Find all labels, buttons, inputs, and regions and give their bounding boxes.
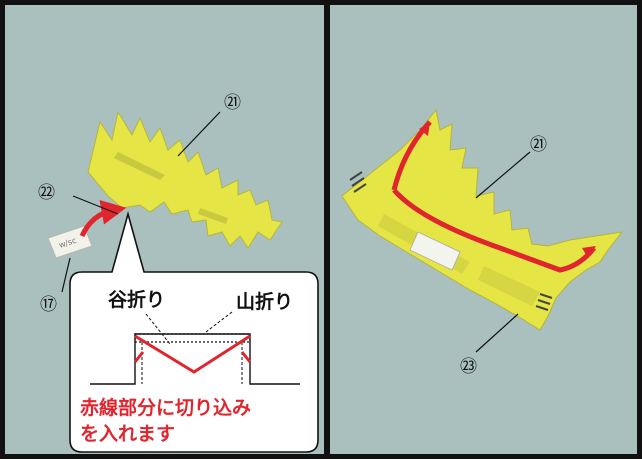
fold-dotted-top (134, 333, 251, 343)
cut-note-line-2: を入れます (80, 423, 175, 445)
fold-callout: 谷折り 山折り 赤線部分に切り込み を入れます (69, 210, 319, 453)
leader-line-22 (72, 195, 119, 215)
left-panel: w/sc ㉑ ㉒ ⑰ 谷折り 山折り 赤線部分に切 (38, 93, 319, 453)
vent-marks-right (535, 293, 553, 311)
cut-line-red-right (240, 351, 252, 363)
routing-arrow-head-right (582, 246, 596, 258)
panel-divider (324, 0, 330, 459)
leader-line-17 (61, 257, 71, 293)
part-21-slot (114, 152, 165, 180)
mountain-pointer (205, 311, 233, 333)
label-part-22: ㉒ (38, 183, 55, 203)
vent-marks-left (349, 171, 367, 193)
valley-pointer (145, 313, 171, 345)
label-right-part-23: ㉓ (460, 357, 477, 377)
cut-line-red (134, 334, 251, 374)
part-23-label-sticker (409, 231, 461, 271)
label-right-part-21: ㉑ (530, 135, 547, 155)
leader-line-right-23 (475, 313, 519, 353)
routing-arrow-head-top (419, 122, 430, 136)
valley-fold-label: 谷折り (108, 289, 165, 311)
part-21-teeth (87, 110, 283, 249)
label-part-21: ㉑ (224, 93, 241, 113)
part-21-23-assembly (341, 108, 624, 331)
part-panel-recess-2 (478, 266, 540, 306)
leader-line-right-21 (475, 151, 531, 199)
cut-note-line-1: 赤線部分に切り込み (80, 396, 251, 419)
label-part-17: ⑰ (40, 295, 57, 315)
right-panel: ㉑ ㉓ (341, 108, 624, 377)
cut-line-red-left (133, 351, 145, 363)
part-21-slot-2 (198, 208, 228, 224)
mountain-fold-label: 山折り (236, 291, 293, 313)
leader-line-21 (177, 111, 221, 157)
callout-bubble (69, 210, 319, 453)
